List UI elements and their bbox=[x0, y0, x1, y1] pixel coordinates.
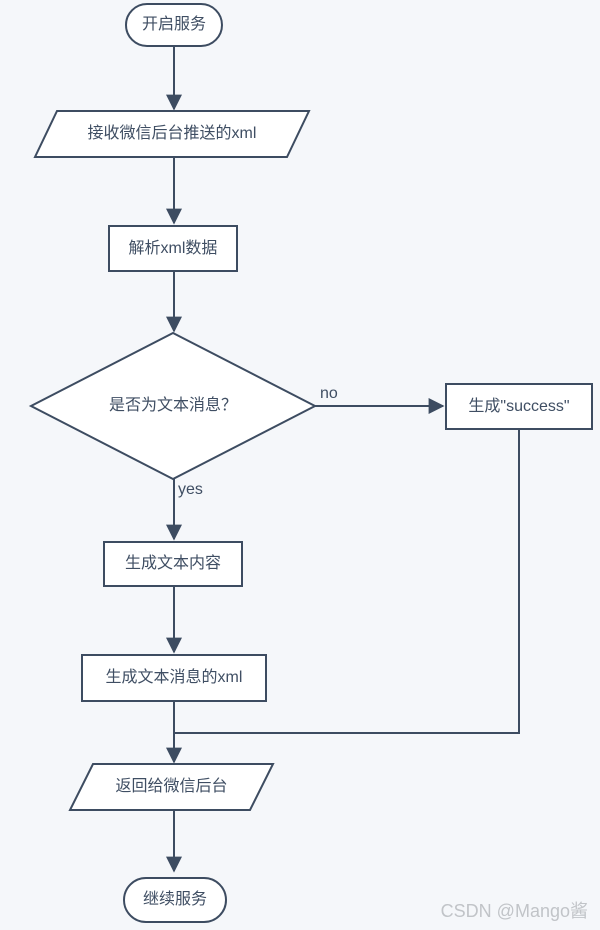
node-continue-service: 继续服务 bbox=[123, 877, 227, 923]
node-parse-xml: 解析xml数据 bbox=[108, 225, 238, 272]
csdn-watermark: CSDN @Mango酱 bbox=[440, 901, 588, 921]
node-start: 开启服务 bbox=[125, 3, 223, 47]
io-shape-return bbox=[68, 763, 275, 811]
node-receive-xml-label: 接收微信后台推送的xml bbox=[87, 125, 257, 143]
io-shape-receive bbox=[33, 110, 311, 158]
node-generate-success: 生成"success" bbox=[445, 383, 593, 430]
node-return-wechat-label: 返回给微信后台 bbox=[115, 778, 228, 796]
node-generate-text-xml: 生成文本消息的xml bbox=[81, 654, 267, 702]
node-decision-is-text-label: 是否为文本消息？ bbox=[108, 397, 237, 415]
node-generate-text-content: 生成文本内容 bbox=[103, 541, 243, 587]
edge-label-no: no bbox=[320, 385, 338, 402]
edge-label-yes: yes bbox=[178, 481, 203, 498]
